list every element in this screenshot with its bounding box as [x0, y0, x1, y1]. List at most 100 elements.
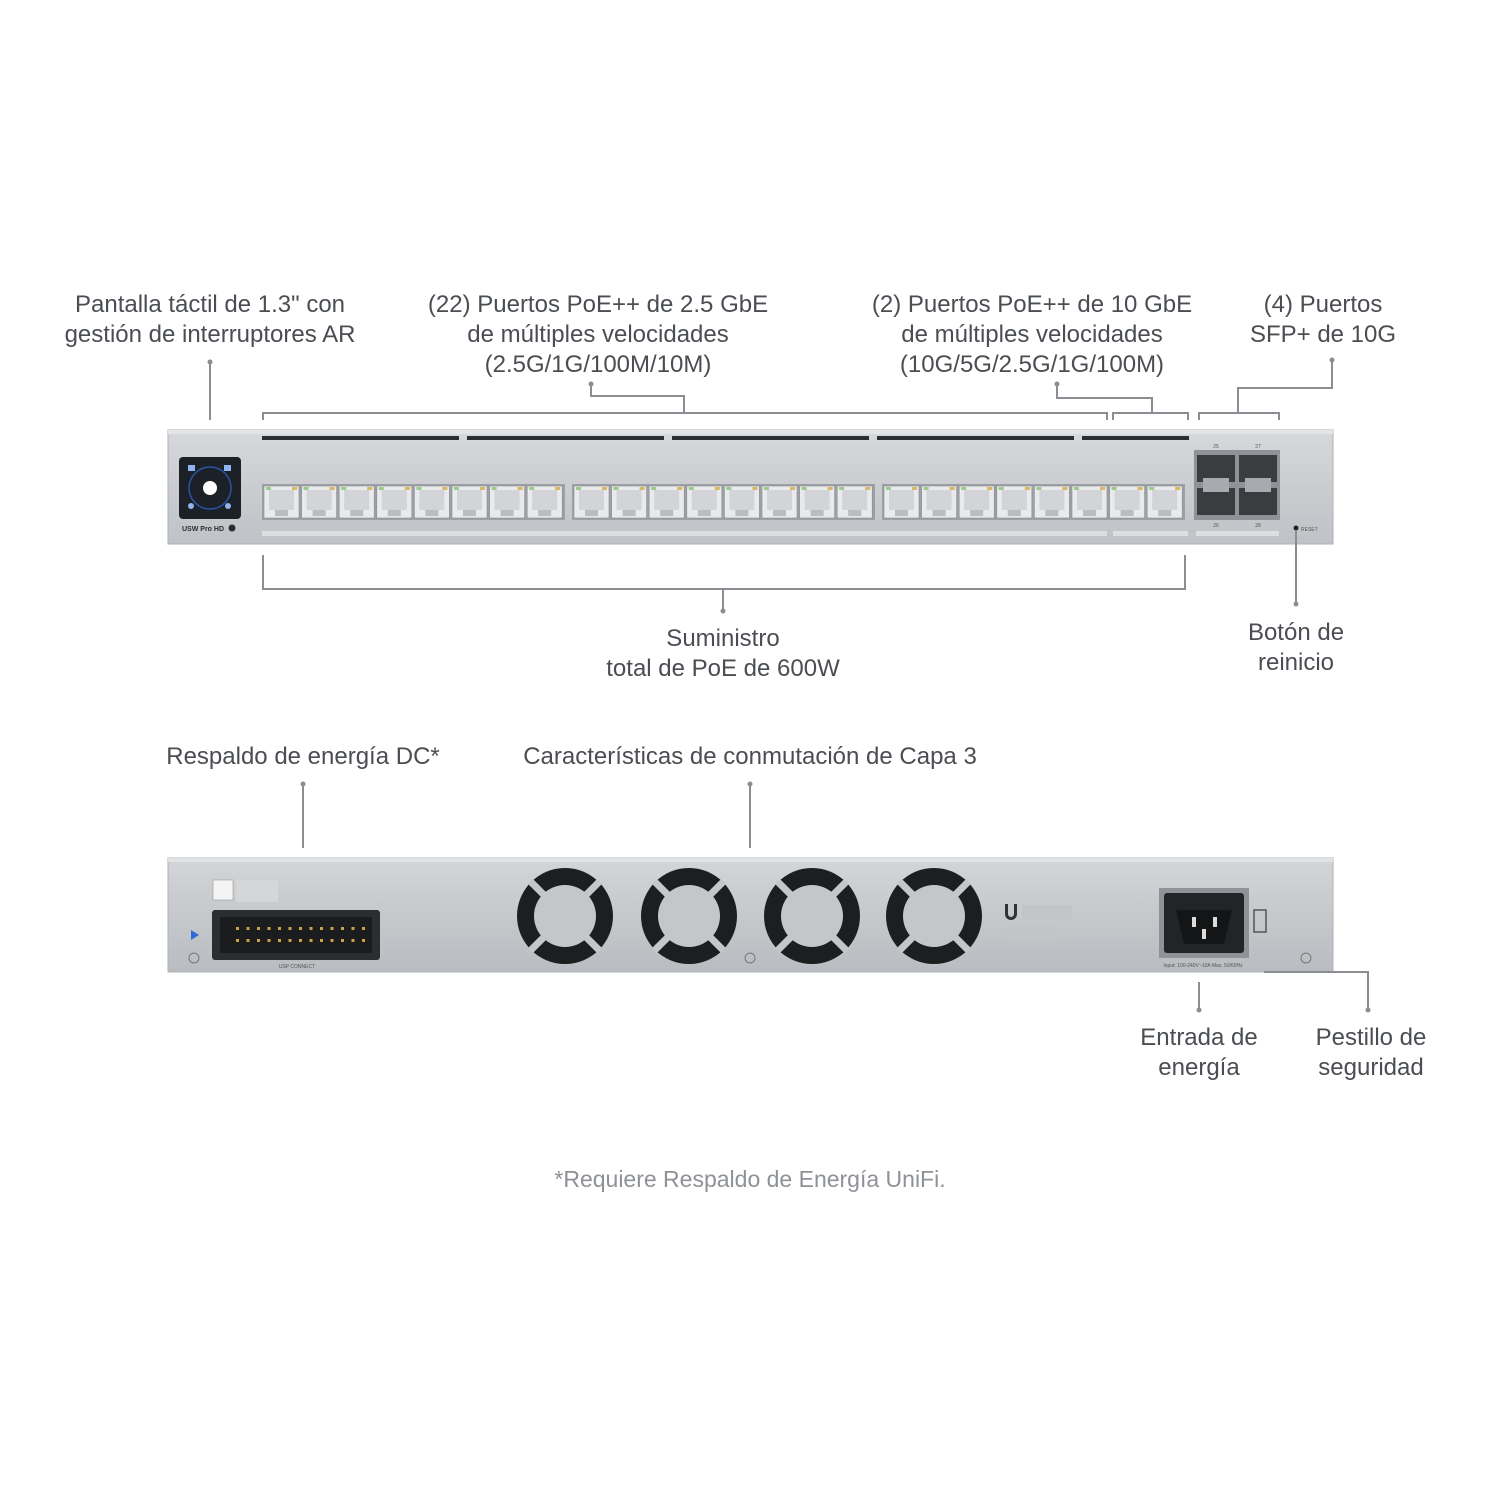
- compliance-marks: [1005, 927, 1057, 940]
- connector-pin: [246, 939, 250, 942]
- serial-label: [236, 880, 278, 902]
- screw-icon: [744, 952, 756, 964]
- leader-lines: [209, 360, 1369, 1010]
- sfp-port-28[interactable]: [1239, 488, 1277, 515]
- rj45-port[interactable]: [1146, 485, 1183, 519]
- callout-line: de múltiples velocidades: [467, 321, 729, 348]
- leader-dots: [207, 357, 1371, 1013]
- rj45-port[interactable]: [799, 485, 835, 519]
- rj45-port[interactable]: [724, 485, 760, 519]
- rj45-port[interactable]: [1071, 485, 1108, 519]
- callout-line: (4) Puertos: [1263, 291, 1383, 318]
- rj45-port[interactable]: [301, 485, 337, 519]
- front-panel: USW Pro HD 25 27 26 28 RESET: [167, 429, 1334, 545]
- rj45-port[interactable]: [489, 485, 525, 519]
- rj45-port[interactable]: [648, 485, 685, 519]
- usp-switch-indicator-icon: [191, 930, 199, 940]
- callout-dc-backup: Respaldo de energía DC*: [166, 742, 440, 772]
- port-label-strip: [262, 531, 1107, 536]
- screw-icon: [1300, 952, 1312, 964]
- callout-line: Características de conmutación de Capa 3: [523, 743, 977, 770]
- connector-pin: [278, 939, 281, 942]
- rj45-port[interactable]: [526, 485, 563, 519]
- rear-panel: USP CONNECT Input: 100-240V~10A Max, 50/…: [167, 857, 1334, 973]
- connector-pin: [257, 927, 260, 930]
- power-inlet[interactable]: [1159, 888, 1249, 958]
- fan-icon: [886, 868, 982, 964]
- callout-2-5g-ports: (22) Puertos PoE++ de 2.5 GbE de múltipl…: [428, 290, 768, 380]
- connector-pin: [341, 927, 344, 930]
- rj45-port[interactable]: [921, 485, 957, 519]
- rj45-port[interactable]: [958, 485, 995, 519]
- callout-poe-budget: Suministro total de PoE de 600W: [606, 624, 839, 684]
- ground-screw-icon: [188, 952, 200, 964]
- connector-pin: [299, 939, 302, 942]
- callout-sfp-ports: (4) Puertos SFP+ de 10G: [1250, 290, 1396, 350]
- vent-slot: [877, 436, 1074, 440]
- callout-10g-ports: (2) Puertos PoE++ de 10 GbE de múltiples…: [872, 290, 1192, 380]
- fan-array: [517, 868, 982, 964]
- connector-pin: [236, 927, 239, 930]
- rj45-port[interactable]: [573, 485, 610, 519]
- footnote: *Requiere Respaldo de Energía UniFi.: [554, 1166, 946, 1192]
- connector-pin: [320, 939, 323, 942]
- rj45-port[interactable]: [836, 485, 873, 519]
- connector-pin: [341, 939, 344, 942]
- rj45-port[interactable]: [338, 485, 375, 519]
- power-rating-label: Input: 100-240V~10A Max, 50/60Hz: [1163, 963, 1243, 969]
- fan-icon: [641, 868, 737, 964]
- rj45-port[interactable]: [883, 485, 920, 519]
- connector-pin: [267, 927, 271, 930]
- connector-pin: [351, 927, 355, 930]
- callout-line: energía: [1158, 1054, 1240, 1081]
- security-latch[interactable]: [1253, 909, 1267, 933]
- callout-line: gestión de interruptores AR: [64, 321, 356, 348]
- connector-pin: [320, 927, 323, 930]
- callout-layer3: Características de conmutación de Capa 3: [523, 742, 977, 772]
- reset-button[interactable]: [1293, 525, 1299, 531]
- callout-line: Pestillo de: [1315, 1024, 1427, 1051]
- callout-security-latch: Pestillo de seguridad: [1316, 1023, 1427, 1083]
- callout-reset-button: Botón de reinicio: [1248, 618, 1344, 678]
- rj45-port[interactable]: [1034, 485, 1070, 519]
- connector-pin: [362, 939, 365, 942]
- rj45-port[interactable]: [263, 485, 300, 519]
- callout-power-input: Entrada de energía: [1140, 1023, 1257, 1083]
- rj45-port[interactable]: [414, 485, 450, 519]
- callout-line: Entrada de: [1140, 1024, 1258, 1051]
- model-label: USW Pro HD: [182, 526, 224, 533]
- callout-line: (2) Puertos PoE++ de 10 GbE: [871, 291, 1193, 318]
- touchscreen-display[interactable]: [179, 457, 241, 519]
- rj45-port[interactable]: [686, 485, 723, 519]
- ubiquiti-logo-icon: [1005, 904, 1017, 920]
- rj45-port[interactable]: [1109, 485, 1145, 519]
- connector-pin: [236, 939, 239, 942]
- connector-pin: [299, 927, 302, 930]
- callout-line: total de PoE de 600W: [606, 655, 840, 682]
- connector-pin: [278, 927, 281, 930]
- connector-pin: [267, 939, 271, 942]
- vent-slot: [262, 436, 459, 440]
- rj45-port[interactable]: [996, 485, 1033, 519]
- front-vent-slots: [262, 436, 1189, 440]
- sfp-port-25[interactable]: [1197, 455, 1235, 482]
- connector-pin: [362, 927, 365, 930]
- connector-pin: [351, 939, 355, 942]
- rj45-port[interactable]: [376, 485, 413, 519]
- sfp-port-26[interactable]: [1197, 488, 1235, 515]
- callout-touchscreen: Pantalla táctil de 1.3" con gestión de i…: [65, 290, 356, 350]
- rj45-port[interactable]: [451, 485, 488, 519]
- sfp-label-28: 28: [1255, 523, 1261, 529]
- usp-connector[interactable]: [212, 910, 380, 960]
- sfp-port-27[interactable]: [1239, 455, 1277, 482]
- sfp-cages: 25 27 26 28: [1194, 444, 1280, 529]
- reset-label: RESET: [1301, 527, 1318, 533]
- fan-icon: [517, 868, 613, 964]
- rj45-port[interactable]: [761, 485, 798, 519]
- callout-line: seguridad: [1318, 1054, 1424, 1081]
- usp-connect-label: USP CONNECT: [279, 964, 315, 970]
- rj45-port[interactable]: [611, 485, 647, 519]
- connector-pin: [330, 927, 334, 930]
